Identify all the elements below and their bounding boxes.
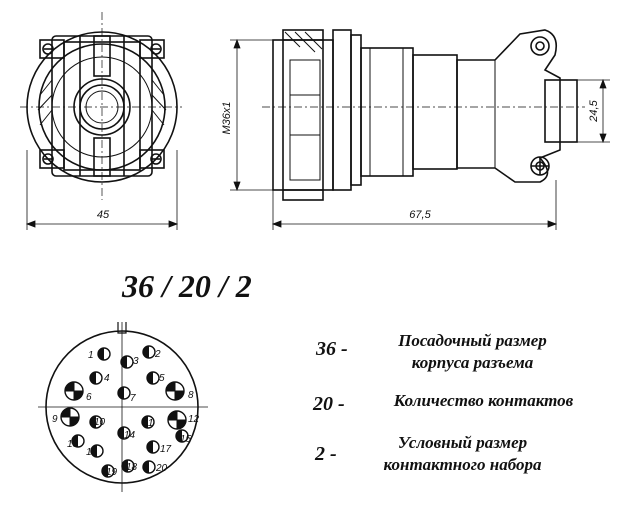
front-centerlines <box>20 12 182 200</box>
pin-label-2: 2 <box>154 349 161 360</box>
pin-label-7: 7 <box>130 393 136 404</box>
pin-1-fill <box>98 348 104 360</box>
pin-9-fill <box>61 408 79 426</box>
pin-13-fill <box>72 435 78 447</box>
pin-4-fill <box>90 372 96 384</box>
pin-8-cross <box>166 382 184 400</box>
legend-text-3-line1: Условный размер <box>397 433 528 452</box>
dim-24-line <box>577 78 610 144</box>
legend-text-3: Условный размер контактного набора <box>360 432 565 476</box>
pin-2-fill <box>143 346 149 358</box>
legend-text-1-line2: корпуса разъема <box>411 353 534 372</box>
dim-45-label: 45 <box>97 209 110 221</box>
pin-label-15: 15 <box>180 434 192 445</box>
pin-14-fill <box>118 427 124 439</box>
legend-number-2: 20 - <box>313 393 345 415</box>
dim-thread-label: M36x1 <box>221 101 233 134</box>
pin-6-cross <box>65 382 83 400</box>
pin-18-fill <box>122 460 128 472</box>
pin-16-fill <box>91 445 97 457</box>
pin-19-fill <box>102 465 108 477</box>
pin-label-6: 6 <box>86 392 92 403</box>
legend-text-1-line1: Посадочный размер <box>398 331 547 350</box>
pin-12-cross <box>168 411 186 429</box>
pin-12-fill <box>168 411 186 429</box>
pin-label-9: 9 <box>52 414 58 425</box>
pin-11-fill <box>142 416 148 428</box>
pin-label-17: 17 <box>160 444 172 455</box>
pin-10-fill <box>90 416 96 428</box>
pin-label-10: 10 <box>94 417 106 428</box>
pin-17-fill <box>147 441 153 453</box>
dim-67-line <box>271 180 558 230</box>
pin-label-20: 20 <box>155 463 168 474</box>
pin-9-cross <box>61 408 79 426</box>
pin-label-14: 14 <box>124 430 136 441</box>
pin-label-11: 11 <box>143 418 153 429</box>
pin-label-16: 16 <box>86 447 98 458</box>
legend-number-3: 2 - <box>315 443 337 465</box>
pin-label-18: 18 <box>126 462 138 473</box>
pin-5-fill <box>147 372 153 384</box>
pin-label-19: 19 <box>106 467 118 478</box>
pin-3-fill <box>121 356 127 368</box>
legend-text-3-line2: контактного набора <box>383 455 542 474</box>
pin-label-5: 5 <box>159 373 165 384</box>
pin-label-4: 4 <box>104 373 110 384</box>
side-view <box>272 29 578 201</box>
dim-thread-line <box>230 38 290 192</box>
pin-8-fill <box>166 382 184 400</box>
pin-6-fill <box>65 382 83 400</box>
legend-number-1: 36 - <box>316 338 348 360</box>
pin-15-fill <box>176 430 182 442</box>
pin-label-1: 1 <box>88 350 94 361</box>
pin-label-13: 13 <box>67 439 79 450</box>
pin-20-fill <box>143 461 149 473</box>
dim-67-label: 67,5 <box>409 209 431 221</box>
pin-label-3: 3 <box>133 356 139 367</box>
dim-24-label: 24,5 <box>588 99 600 122</box>
pin-label-12: 12 <box>188 414 200 425</box>
legend-text-1: Посадочный размер корпуса разъема <box>370 330 575 374</box>
legend-text-2: Количество контактов <box>393 391 574 410</box>
pin-label-8: 8 <box>188 390 194 401</box>
pin-7-fill <box>118 387 124 399</box>
connector-code: 36 / 20 / 2 <box>122 268 252 304</box>
dim-45-line <box>25 150 179 230</box>
